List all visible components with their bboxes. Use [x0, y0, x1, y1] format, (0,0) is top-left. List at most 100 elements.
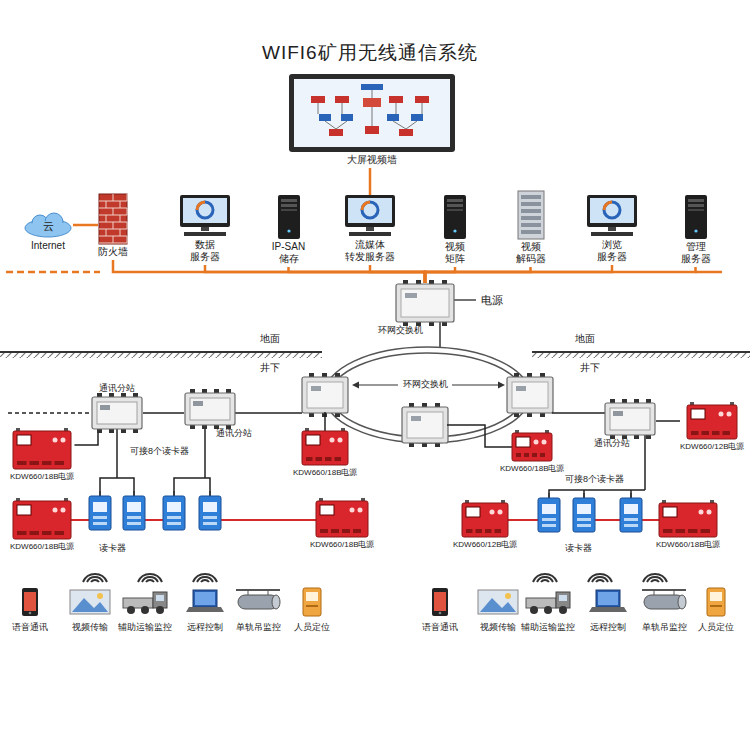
node-label: 管理 服务器	[679, 241, 712, 265]
connector	[205, 265, 425, 283]
icon-frame	[510, 432, 554, 462]
icon-frame	[300, 430, 350, 466]
node-label: 视频 矩阵	[444, 241, 467, 265]
icon-frame	[11, 430, 73, 470]
computer-icon	[583, 195, 641, 237]
firewall-icon-part	[99, 194, 127, 244]
substation-icon-part	[190, 398, 230, 420]
card-reader	[620, 493, 642, 532]
server-tower-icon-part	[685, 195, 707, 239]
substation-icon-part	[610, 399, 615, 403]
signal-wire	[8, 412, 92, 414]
connector-line	[425, 267, 455, 283]
power-supply-icon	[685, 404, 739, 440]
power-supply-icon-part	[512, 433, 552, 461]
firewall-icon	[99, 194, 127, 244]
annotation-label: 电源	[481, 294, 503, 307]
computer-icon-part	[201, 227, 209, 231]
firewall-icon-part	[113, 236, 114, 243]
power-supply-icon	[657, 502, 719, 538]
server-tower-icon-part	[447, 204, 463, 207]
server-tower-icon-part	[281, 209, 297, 211]
video-wall-screen-part	[319, 114, 331, 121]
server-tower-icon	[440, 195, 470, 239]
power-supply-icon-part	[306, 457, 313, 461]
server-tower-icon-part	[694, 229, 697, 232]
substation-icon-part	[202, 389, 207, 393]
power-supply-icon	[300, 430, 350, 466]
decoder-cabinet-icon-part	[521, 195, 541, 199]
power-supply-icon-part	[17, 435, 31, 445]
icon-frame	[11, 500, 73, 540]
power-supply-icon-part	[53, 508, 58, 513]
firewall-icon-part	[127, 208, 128, 215]
switch-box-icon-part	[401, 289, 449, 317]
power-supply-icon-part	[702, 431, 710, 435]
substation-icon	[184, 392, 236, 426]
server-tower-icon	[274, 195, 304, 239]
computer-icon-part	[604, 202, 612, 210]
ground-hatch	[0, 352, 322, 358]
power-supply-icon-part	[302, 431, 348, 465]
server-tower-icon-part	[287, 229, 290, 232]
computer-icon	[341, 195, 399, 237]
connector	[425, 267, 531, 283]
substation-icon-part	[226, 389, 231, 393]
firewall-icon-part	[120, 215, 121, 222]
substation-icon-part	[634, 435, 639, 439]
power-supply-icon-part	[490, 510, 495, 515]
annotation-label: 辅助运输监控	[118, 622, 172, 633]
power-supply-icon-part	[659, 503, 717, 537]
connector	[425, 267, 455, 283]
power-supply-icon-part	[338, 438, 343, 443]
power-supply-icon-part	[316, 457, 323, 461]
phone-icon	[22, 588, 38, 616]
computer-icon-part	[197, 202, 213, 218]
computer-icon-part	[183, 198, 227, 223]
server-tower-icon-part	[281, 199, 297, 202]
card-reader	[538, 493, 560, 532]
substation-icon-part	[97, 402, 137, 424]
icon-frame	[99, 194, 127, 244]
connector-line	[425, 267, 696, 283]
power-cable	[71, 519, 90, 521]
annotation-label: 视频传输	[72, 622, 108, 633]
firewall-icon-part	[113, 208, 114, 215]
ring-switch	[507, 373, 553, 417]
computer-icon	[176, 195, 234, 237]
node-label: KDW660/18B电源	[500, 464, 564, 474]
cloud-text: 云	[43, 217, 54, 233]
server-tower-icon-part	[281, 204, 297, 207]
computer-icon-part	[590, 198, 634, 223]
substation-icon-part	[193, 401, 203, 406]
annotation-label: 语音通讯	[12, 622, 48, 633]
signal-wire	[644, 434, 646, 490]
icon-frame	[681, 195, 711, 239]
leader-arrow	[358, 384, 398, 385]
video-icon	[478, 590, 518, 614]
comm-substation: 通讯分站	[184, 392, 236, 441]
annotation-label: 视频传输	[480, 622, 516, 633]
node-label: KDW660/18B电源	[310, 540, 374, 550]
icon-frame	[685, 404, 739, 440]
computer-icon-part	[366, 227, 374, 231]
power-supply-icon-part	[466, 507, 480, 517]
connector-line	[656, 420, 680, 422]
power-supply-icon-part	[17, 461, 27, 465]
node-label: 通讯分站	[594, 438, 630, 449]
computer-icon-part	[591, 232, 633, 236]
bus-line	[6, 271, 100, 274]
ring-switch: 环网交换机	[395, 283, 455, 338]
switch-box-icon	[395, 283, 455, 323]
annotation-label: 单轨吊监控	[642, 622, 687, 633]
substation-icon-part	[100, 405, 110, 410]
node-label: Internet	[31, 240, 65, 252]
annotation-label: 读卡器	[99, 543, 126, 554]
computer-icon-part	[345, 195, 395, 227]
vehicle-icon	[526, 592, 570, 614]
power-supply-icon-part	[723, 431, 731, 435]
connector	[73, 225, 98, 226]
power-supply-icon-part	[335, 457, 342, 461]
leader-arrow	[452, 384, 499, 385]
power-supply-icon-part	[30, 461, 40, 465]
